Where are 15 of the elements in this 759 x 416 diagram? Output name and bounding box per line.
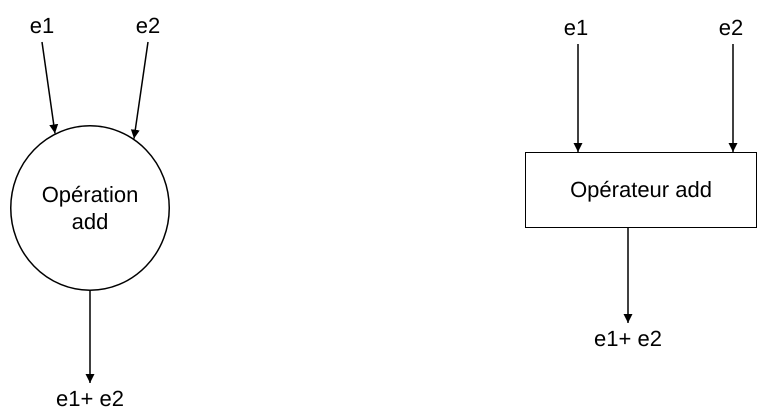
arrow [86,291,94,383]
arrow [41,42,58,134]
arrow [728,44,738,152]
signal-label: e2 [136,12,160,40]
arrow [624,228,632,323]
signal-label: e1 [30,12,54,40]
signal-label: e2 [718,14,744,42]
operator-box [525,152,757,228]
node-label: Opération add [40,180,140,236]
signal-label: e1+ e2 [594,325,662,353]
arrow [574,44,582,152]
signal-label: e1 [564,14,588,42]
signal-label: e1+ e2 [56,385,124,413]
node-label: Opérateur add [570,176,712,204]
arrow [130,42,149,139]
